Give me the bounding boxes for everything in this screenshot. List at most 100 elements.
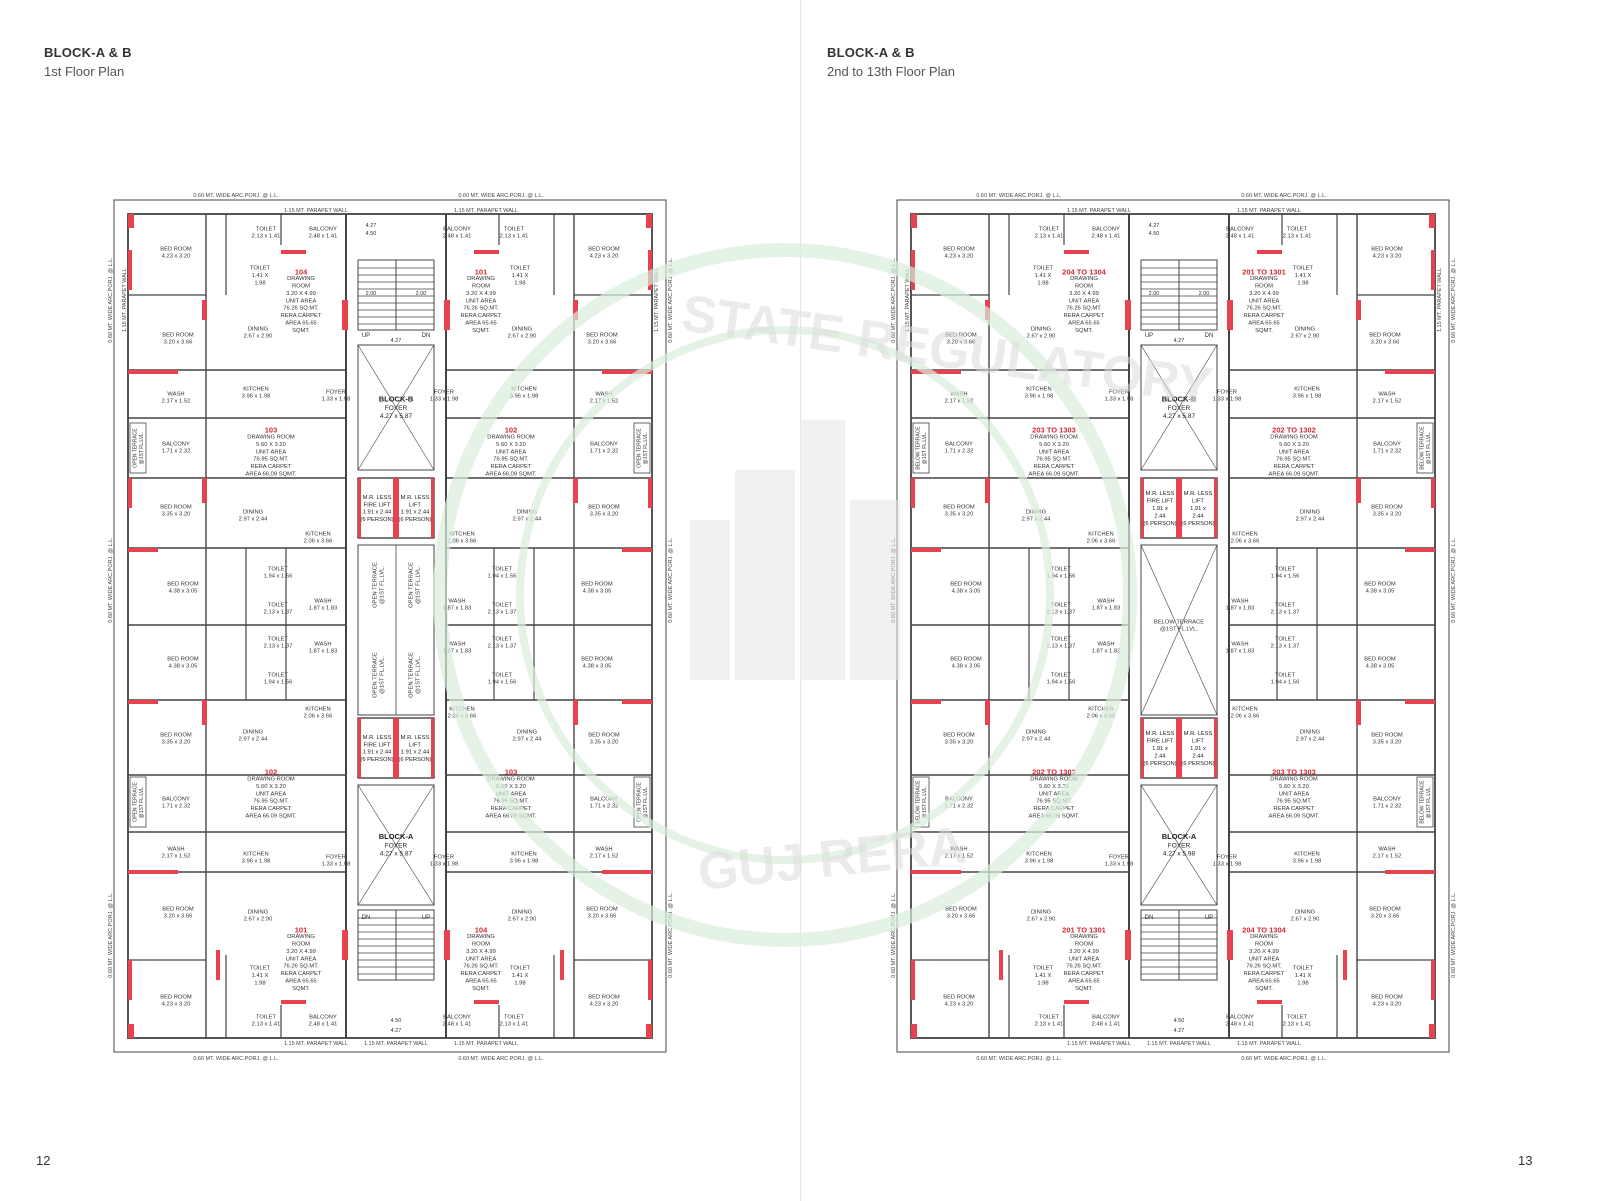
label-line: 2.48 x 1.41 [1092, 234, 1121, 240]
label-line: BALCONY [945, 441, 973, 447]
column-mark [1214, 718, 1217, 778]
side-parapet-label: 1.15 MT. PARAPET WALL [905, 268, 911, 332]
parapet-label: 1.15 MT. PARAPET WALL [454, 208, 518, 214]
label-line: FOYER [385, 405, 408, 412]
label-line: BED ROOM [1369, 332, 1401, 338]
label-line: TOILET [268, 566, 289, 572]
label-line: 1.91 x [1152, 506, 1168, 512]
label-line: 4.38 x 3.05 [583, 664, 612, 670]
label-line: FOYER [1217, 389, 1237, 395]
label-line: 4.38 x 3.05 [169, 589, 198, 595]
unit-number: 201 TO 1301 [1242, 268, 1286, 277]
label-line: FOYER [1168, 405, 1191, 412]
label-line: WASH [595, 391, 612, 397]
label-line: 1.87 x 1.83 [443, 606, 472, 612]
label-line: 3.35 x 3.20 [162, 740, 191, 746]
label-line: WASH [1231, 598, 1248, 604]
parapet-label: 1.15 MT. PARAPET WALL [1237, 208, 1301, 214]
label-line: 4.50 [1149, 231, 1160, 237]
label-line: 0.60 MT. WIDE ARC.PORJ. @ L.L. [891, 537, 897, 623]
label-line: 4.27 x 5.87 [380, 850, 413, 857]
column-mark [648, 960, 652, 1000]
column-mark [1405, 548, 1435, 552]
label-line: ROOM [1255, 942, 1273, 948]
label-line: 2.44 [1154, 753, 1166, 759]
label-line: 4.27 [1174, 338, 1185, 344]
label-line: TOILET [504, 1014, 525, 1020]
label-line: OPEN TERRACE [636, 428, 642, 468]
column-mark [444, 930, 450, 960]
label-line: BALCONY [162, 796, 190, 802]
label-line: UNIT AREA [1069, 298, 1100, 304]
block-title: BLOCK-A & B [827, 45, 915, 60]
label-line: 2.67 x 2.90 [1291, 334, 1320, 340]
label-line: 4.23 x 3.20 [590, 1002, 619, 1008]
label-line: UNIT AREA [1279, 449, 1310, 455]
label-line: FOYER [1217, 854, 1237, 860]
label-line: BED ROOM [167, 581, 199, 587]
label-line: BED ROOM [943, 504, 975, 510]
column-mark [1064, 250, 1089, 254]
label-line: 1.71 x 2.32 [945, 804, 974, 810]
label-line: WASH [314, 598, 331, 604]
floor-title: 1st Floor Plan [44, 64, 125, 79]
column-mark [911, 478, 915, 508]
label-line: 2.67 x 2.90 [1027, 334, 1056, 340]
label-line: 0.60 MT. WIDE ARC.PORJ. @ L.L. [108, 537, 114, 623]
label-line: DINING [1031, 909, 1052, 915]
center-terrace [1140, 544, 1218, 716]
column-mark [911, 870, 961, 874]
label-line: KITCHEN [449, 706, 474, 712]
label-line: TOILET [256, 1014, 277, 1020]
label-line: WASH [950, 391, 967, 397]
label-line: 0.60 MT. WIDE ARC.PORJ. @ L.L. [458, 1056, 544, 1062]
label-line: 1.87 x 1.83 [1226, 606, 1255, 612]
label-line: 1.33 x 1.98 [1105, 862, 1134, 868]
label-line: 1.91 x [1190, 506, 1206, 512]
label-line: WASH [167, 391, 184, 397]
column-mark [985, 478, 990, 503]
label-line: BED ROOM [162, 906, 194, 912]
label-line: 1.15 MT. PARAPET WALL [1237, 1041, 1301, 1047]
label-line: (6 PERSON) [1143, 521, 1176, 527]
label-line: 3.96 x 1.98 [510, 859, 539, 865]
porch-label: 0.60 MT. WIDE ARC.PORJ. @ L.L. [976, 1056, 1062, 1062]
label-line: ROOM [1075, 284, 1093, 290]
label-line: @1ST FL.LVL. [1426, 786, 1432, 819]
label-line: AREA 65.65 [1248, 979, 1280, 985]
label-line: 2.97 x 2.44 [513, 737, 542, 743]
dim-label: 4.27 [366, 223, 377, 229]
label-line: BLOCK-B [1162, 395, 1197, 404]
label-line: 2.13 x 1.41 [252, 1022, 281, 1028]
label-line: BED ROOM [1371, 504, 1403, 510]
label-line: UNIT AREA [286, 956, 317, 962]
label-line: DRAWING [467, 934, 495, 940]
parapet-label: 1.15 MT. PARAPET WALL [1237, 1041, 1301, 1047]
label-line: BLOCK-B [379, 395, 414, 404]
label-line: BED ROOM [581, 656, 613, 662]
label-line: AREA 65.65 [1068, 321, 1100, 327]
label-line: BED ROOM [588, 504, 620, 510]
label-line: BED ROOM [167, 656, 199, 662]
label-line: TOILET [492, 672, 513, 678]
